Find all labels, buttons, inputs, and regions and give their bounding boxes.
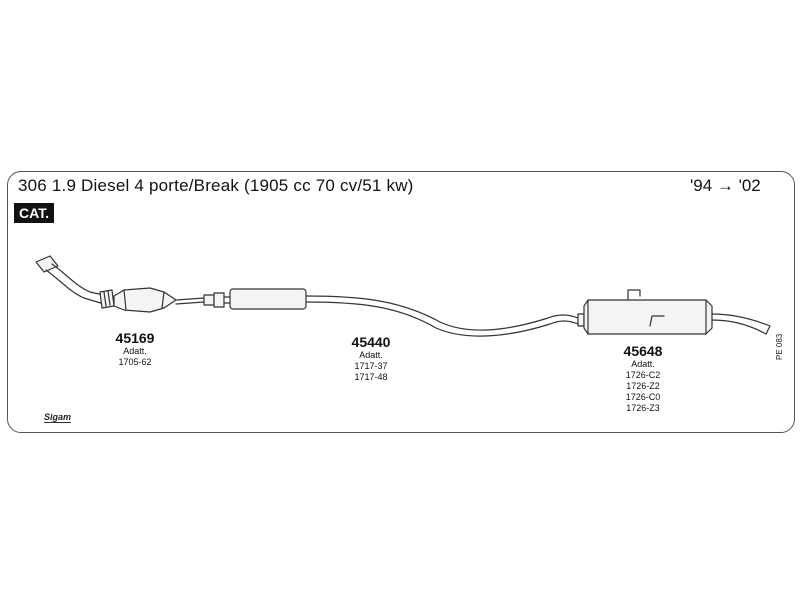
part-ref: 1726-Z3 xyxy=(626,403,660,413)
catalyst-badge: CAT. xyxy=(14,203,55,223)
part-adapter-label: Adatt. xyxy=(123,346,147,356)
rear-silencer xyxy=(583,289,771,335)
part-ref: 1717-37 xyxy=(354,361,388,371)
brand-logo: Sigam xyxy=(44,412,72,423)
part-ref: 1726-Z2 xyxy=(626,381,660,391)
part-45648: 45648 Adatt. 1726-C2 1726-Z2 1726-C0 172… xyxy=(608,343,678,414)
part-45440: 45440 Adatt. 1717-37 1717-48 xyxy=(336,334,406,383)
middle-silencer-pipe xyxy=(223,288,585,337)
part-code: 45648 xyxy=(623,343,663,359)
part-ref: 1717-48 xyxy=(354,372,388,382)
front-pipe-catalyst xyxy=(35,255,225,313)
part-ref: 1705-62 xyxy=(118,357,152,367)
part-adapter-label: Adatt. xyxy=(359,350,383,360)
part-code: 45440 xyxy=(351,334,391,350)
part-45169: 45169 Adatt. 1705-62 xyxy=(100,330,170,368)
part-adapter-label: Adatt. xyxy=(631,359,655,369)
part-ref: 1726-C2 xyxy=(625,370,661,380)
part-ref: 1726-C0 xyxy=(625,392,661,402)
year-range: '94 → '02 xyxy=(690,176,761,195)
diagram-ref-code: PE 083 xyxy=(775,333,784,360)
vehicle-title: 306 1.9 Diesel 4 porte/Break (1905 cc 70… xyxy=(18,176,414,195)
part-code: 45169 xyxy=(115,330,155,346)
